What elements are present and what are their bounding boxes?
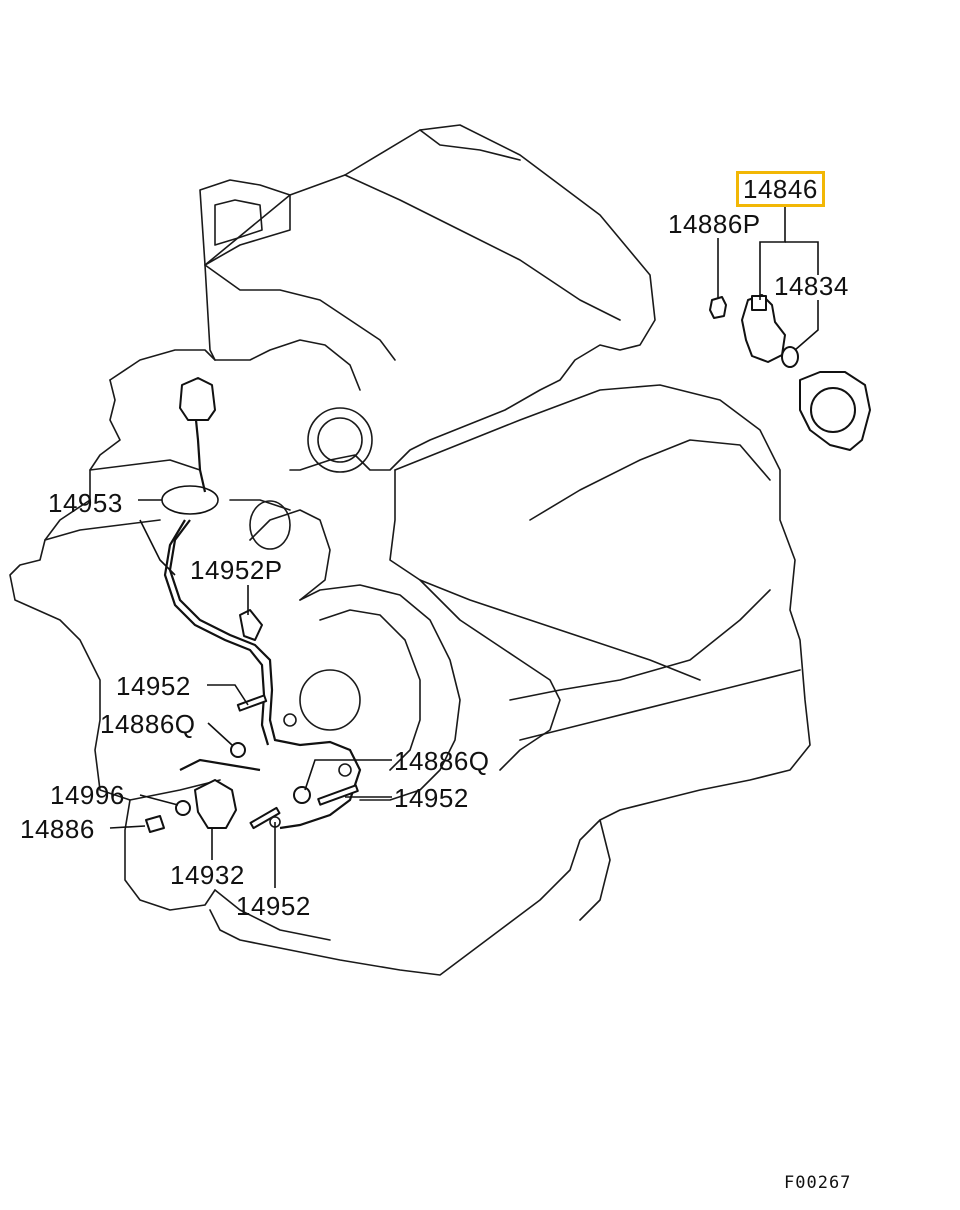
part-label-14952-right[interactable]: 14952 <box>394 783 469 813</box>
part-label-14846[interactable]: 14846 <box>736 171 825 207</box>
part-label-14952-upper[interactable]: 14952 <box>116 671 191 701</box>
figure-code: F00267 <box>784 1173 852 1193</box>
engine-outline <box>9 124 811 976</box>
part-label-14886Q-left[interactable]: 14886Q <box>100 709 196 739</box>
part-label-14952-bottom[interactable]: 14952 <box>236 891 311 921</box>
part-label-14952P[interactable]: 14952P <box>190 555 283 585</box>
part-label-14996[interactable]: 14996 <box>50 780 125 810</box>
part-label-14886[interactable]: 14886 <box>20 814 95 844</box>
part-label-14886Q-right[interactable]: 14886Q <box>394 746 490 776</box>
part-label-14834[interactable]: 14834 <box>774 271 849 301</box>
part-label-14886P[interactable]: 14886P <box>668 209 761 239</box>
part-label-14953[interactable]: 14953 <box>48 488 123 518</box>
cam-sensor-group <box>709 294 871 451</box>
leader-lines <box>109 205 819 888</box>
wiring-harness <box>145 377 362 833</box>
part-label-14932[interactable]: 14932 <box>170 860 245 890</box>
